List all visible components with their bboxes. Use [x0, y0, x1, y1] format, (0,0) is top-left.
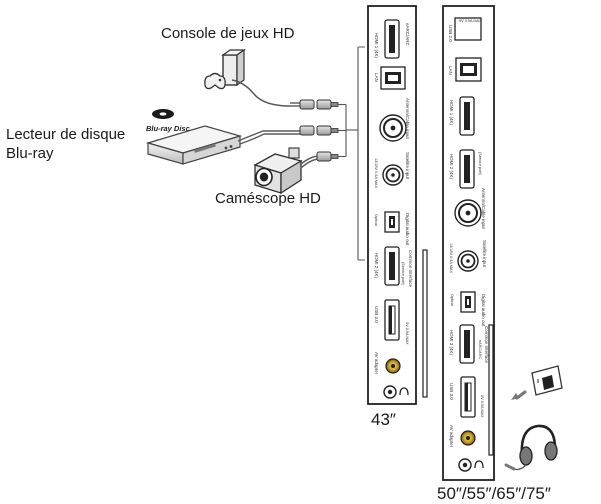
hdmi2-large-label: HDMI 2 (4K) [449, 154, 454, 180]
camcorder-label: Caméscope HD [215, 190, 321, 207]
hdmi1-port-large [459, 96, 475, 136]
hdmi-bracket [338, 46, 365, 261]
ci-card-icon [511, 365, 563, 400]
av-adapter-port [385, 358, 401, 374]
usb-sub: 5V 0.9A MAX [405, 322, 409, 345]
hdmi1-label: HDMI 1 (4K) [374, 33, 379, 59]
antenna-label: Antenna/Cable input [405, 98, 410, 140]
hdmi3-port-large [459, 324, 475, 364]
headphone-port [383, 385, 409, 399]
common-interface-slot [422, 249, 428, 398]
plug-row-1 [299, 99, 339, 110]
hdmi3-large-sub: eARC/ARC [478, 340, 482, 359]
headphone-port-large [458, 458, 484, 472]
satellite-large-label: Satellite input [482, 240, 487, 268]
hdmi1-sub: eARC/ARC [405, 23, 410, 47]
hdmi2-port [384, 246, 400, 286]
usb-top-label: USB 2.0 [448, 25, 453, 42]
common-interface-slot-large [488, 324, 494, 456]
hdmi3-large-label: HDMI 3 (4K) [449, 330, 454, 356]
hdmi1-port [384, 19, 400, 59]
usb-top-sub: 5V 0.5A MAX [459, 19, 482, 23]
plug-row-3 [316, 151, 339, 162]
common-interface-large-label: Common Interface [484, 326, 489, 364]
tv-panel-large: USB 2.0 5V 0.5A MAX LAN HDMI 1 (4K) HDMI… [442, 5, 495, 481]
av-adapter-port-large [460, 430, 476, 446]
satellite-sub: 13/18V 0.4A MAX [374, 158, 378, 188]
cable-console [290, 102, 300, 107]
panel-large-size-label: 50″/55″/65″/75″ [437, 484, 551, 503]
hdmi2-large-sub: (Service port) [478, 152, 482, 176]
tv-panel-43: HDMI 1 (4K) eARC/ARC LAN Antenna/Cable i… [367, 5, 428, 405]
usb3-port-large [460, 376, 476, 418]
antenna-port-large [454, 199, 482, 227]
bluray-logo-text: Blu-ray Disc [146, 124, 191, 133]
optical-port [384, 211, 400, 233]
antenna-large-label: Antenna/Cable input [481, 188, 486, 230]
lan-port-large [455, 57, 482, 82]
digital-audio-large-sub: Optical [450, 294, 454, 306]
bluray-label-line1: Lecteur de disque [6, 126, 126, 143]
hdmi2-label: HDMI 2 (4K) [374, 253, 379, 279]
usb3-large-sub: 5V 0.9A MAX [480, 395, 484, 418]
digital-audio-large-label: Digital audio out [481, 294, 486, 327]
bluray-label-line2: Blu-ray [6, 145, 54, 162]
satellite-label: Satellite input [405, 152, 410, 180]
camcorder-icon [253, 147, 303, 195]
lan-large-label: LAN [448, 66, 453, 75]
bluray-player-icon [145, 125, 243, 165]
satellite-large-sub: 13/18V 0.4A MAX [449, 243, 453, 273]
hdmi2-port-large [459, 149, 475, 189]
digital-audio-sub: Optical [374, 214, 378, 226]
lan-label: LAN [374, 73, 379, 82]
optical-port-large [460, 291, 476, 313]
game-console-icon [204, 48, 291, 107]
console-label: Console de jeux HD [161, 25, 295, 42]
av-adapter-label: AV adapter [374, 352, 379, 375]
headphones-icon [504, 424, 558, 471]
hdmi2-sub: (Service port) [401, 262, 405, 286]
hdmi1-large-label: HDMI 1 (4K) [449, 100, 454, 126]
bluray-disc-logo: Blu-ray Disc [146, 109, 191, 133]
usb3-large-label: USB 3.0 [449, 383, 454, 400]
common-interface-label: Common Interface [408, 250, 413, 288]
digital-audio-label: Digital audio out [405, 213, 410, 246]
cable-bluray [237, 130, 300, 145]
plug-row-2 [299, 125, 339, 136]
av-adapter-large-label: AV adapter [449, 425, 454, 448]
panel-43-size-label: 43″ [371, 410, 396, 429]
lan-port [380, 66, 406, 90]
usb2-port [454, 17, 482, 41]
usb-label: USB 3.0 [374, 306, 379, 323]
antenna-port [379, 114, 407, 142]
satellite-port [382, 164, 404, 186]
usb-port [384, 299, 400, 341]
satellite-port-large [457, 250, 479, 272]
